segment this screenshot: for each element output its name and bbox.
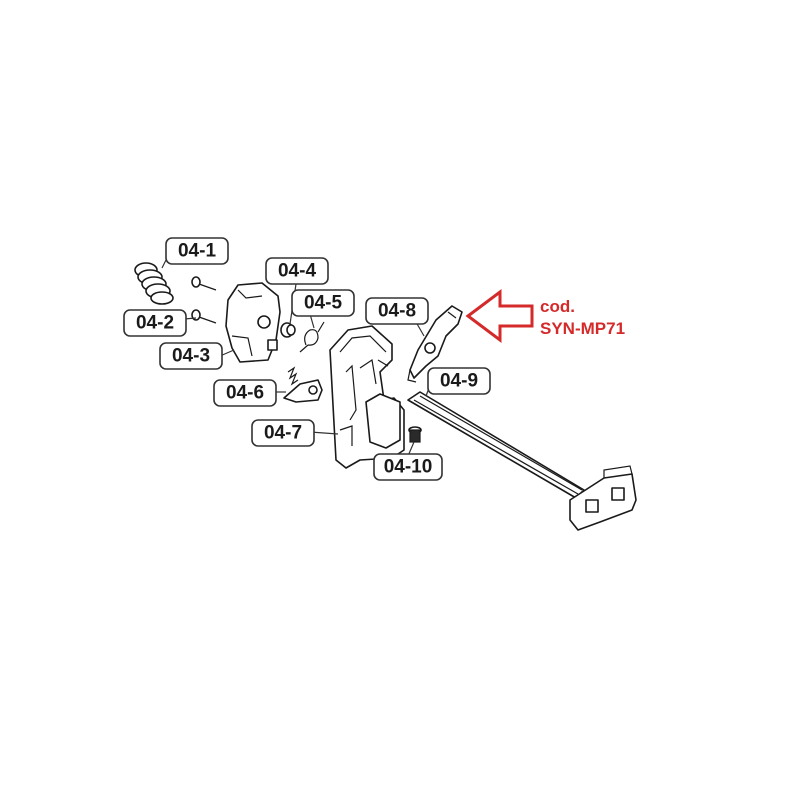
label-04-3: 04-3 [159,342,223,370]
label-04-1: 04-1 [165,237,229,265]
part-04-8-lever-plate [407,305,463,383]
label-04-7: 04-7 [251,419,315,447]
label-04-4: 04-4 [265,257,329,285]
svg-text:04-6: 04-6 [226,383,264,404]
label-04-2: 04-2 [123,309,187,337]
part-04-4-bushing [280,322,296,338]
label-04-6: 04-6 [213,379,277,407]
svg-text:04-8: 04-8 [378,301,416,322]
part-04-1-spring [134,262,174,305]
svg-text:04-10: 04-10 [384,457,433,478]
svg-text:04-9: 04-9 [440,371,478,392]
part-04-9-long-bar [407,391,637,531]
part-04-6-lever [283,366,323,403]
part-04-2-screws [191,276,217,324]
part-04-3-block [225,282,281,363]
label-04-9: 04-9 [427,367,491,395]
label-04-5: 04-5 [291,289,355,317]
svg-text:04-7: 04-7 [264,423,302,444]
part-code-callout: cod. SYN-MP71 [540,297,625,338]
code-value: SYN-MP71 [540,319,625,338]
part-04-10-screw [408,426,422,443]
svg-text:04-5: 04-5 [304,293,342,314]
red-arrow-icon [465,289,534,343]
svg-text:04-2: 04-2 [136,313,174,334]
label-04-10: 04-10 [373,453,443,481]
label-04-8: 04-8 [365,297,429,325]
svg-text:04-3: 04-3 [172,346,210,367]
part-04-5-torsion-spring [299,321,325,353]
svg-text:04-4: 04-4 [278,261,316,282]
code-prefix: cod. [540,297,575,316]
part-04-7-housing [329,325,405,469]
svg-text:04-1: 04-1 [178,241,216,262]
